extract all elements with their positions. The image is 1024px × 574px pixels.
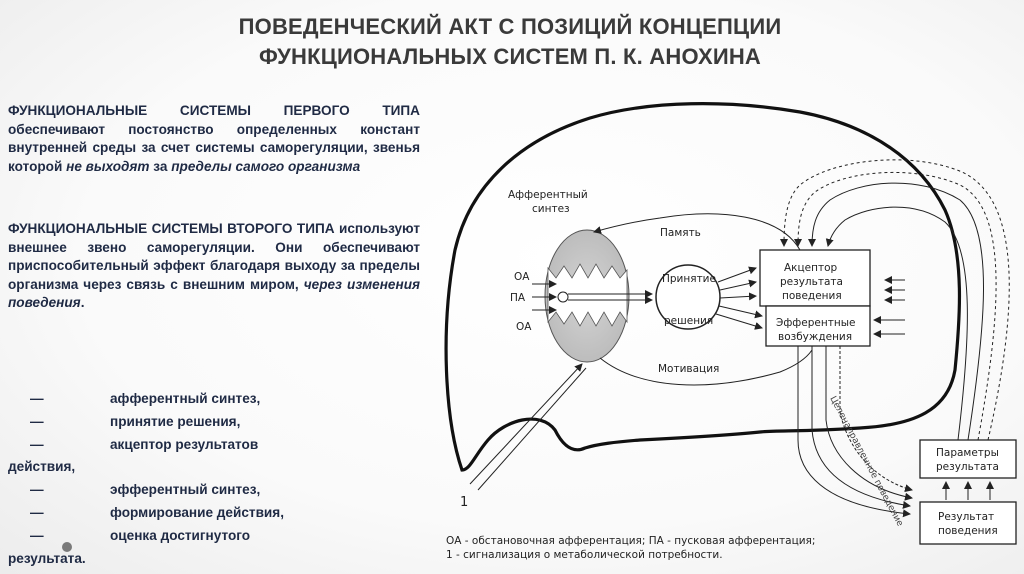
signal-arrow (469, 363, 583, 485)
title-line-2: ФУНКЦИОНАЛЬНЫХ СИСТЕМ П. К. АНОХИНА (258, 44, 762, 69)
efferent-output (811, 346, 911, 509)
efferent-box (765, 305, 871, 347)
afferent-synthesis-label: синтез (532, 203, 570, 215)
acceptor-label: Акцептор (784, 262, 838, 274)
efferent-output (825, 346, 913, 501)
result-label: поведения (938, 525, 998, 537)
list-dash: — (30, 436, 44, 452)
list-dash: — (30, 504, 44, 520)
list-item-text: афферентный синтез, (110, 391, 261, 406)
paragraph-text: . (80, 295, 85, 310)
title-line-1: ПОВЕДЕНЧЕСКИЙ АКТ С ПОЗИЦИЙ КОНЦЕПЦИИ (238, 14, 782, 39)
memory-curve (593, 213, 801, 251)
paragraph-text: за (149, 158, 172, 174)
paragraph-body: используют внешнее звено саморегуляции. … (8, 221, 420, 292)
list-item: — акцептор результатов (30, 434, 360, 457)
stages-list: —афферентный синтез, —принятие решения, … (8, 388, 360, 570)
pa-node (557, 291, 569, 303)
legend-line: ОА - обстановочная афферентация; ПА - пу… (446, 535, 816, 547)
list-item-continuation: действия, (8, 456, 360, 479)
legend-line: 1 - сигнализация о метаболической потреб… (446, 549, 723, 561)
list-item-text: оценка достигнутого (110, 527, 251, 543)
paragraph-second-type: ФУНКЦИОНАЛЬНЫЕ СИСТЕМЫ ВТОРОГО ТИПА испо… (8, 220, 420, 313)
memory-label: Память (660, 227, 701, 239)
decision-circle (655, 264, 721, 330)
paragraph-first-type: ФУНКЦИОНАЛЬНЫЕ СИСТЕМЫ ПЕРВОГО ТИПА обес… (8, 102, 420, 176)
paragraph-italic: пределы самого организма (171, 158, 361, 174)
motivation-label: Мотивация (658, 363, 719, 375)
list-item-text: действия, (8, 459, 76, 475)
organism-outline (444, 102, 962, 472)
motivation-curve (599, 349, 813, 386)
parameters-box (919, 439, 1017, 479)
return-loop (794, 171, 997, 441)
result-label: Результат (938, 511, 994, 523)
list-dash: — (30, 413, 44, 429)
params-label: Параметры (936, 447, 999, 459)
acceptor-label: результата (780, 276, 843, 288)
list-item-text: эфферентный синтез, (110, 482, 261, 498)
arrow-decision-acceptor (717, 266, 757, 283)
diagram-legend: ОА - обстановочная афферентация; ПА - пу… (446, 534, 866, 562)
list-item: — формирование действия, (30, 502, 360, 525)
arrow-decision-acceptor (719, 292, 757, 301)
paragraph-body: обеспечивают постоянство определенных ко… (8, 121, 420, 174)
return-loop (825, 206, 968, 441)
arrow-decision-efferent (718, 305, 763, 319)
list-item: — принятие решения, (30, 411, 360, 434)
return-loop (808, 182, 984, 441)
list-item-continuation: результата. (8, 548, 360, 571)
efferent-output (839, 346, 913, 493)
paragraph-italic: не выходят (66, 158, 150, 174)
list-item: — оценка достигнутого (30, 525, 360, 548)
list-item-text: формирование действия, (110, 504, 284, 520)
params-label: результата (936, 461, 999, 473)
arrow-decision-acceptor (719, 279, 757, 291)
result-box (919, 501, 1017, 545)
bullet-dot (62, 542, 72, 552)
list-dash: — (30, 527, 44, 543)
list-item-text: результата. (8, 550, 86, 566)
list-dash: — (30, 482, 44, 498)
oa-top-label: ОА (514, 271, 530, 283)
paragraph-italic: через изменения поведения (8, 276, 421, 311)
zigzag-band (547, 263, 628, 327)
arrow-decision-efferent (715, 313, 763, 330)
acceptor-label: поведения (782, 290, 842, 302)
efferent-label: Эфферентные (776, 317, 855, 329)
return-loop (780, 159, 1010, 441)
pa-label: ПА (510, 292, 526, 304)
decision-label: Принятие (662, 273, 716, 285)
list-item-text: акцептор результатов (110, 436, 259, 452)
list-dash: — (30, 391, 44, 406)
slide-title: ПОВЕДЕНЧЕСКИЙ АКТ С ПОЗИЦИЙ КОНЦЕПЦИИ ФУ… (150, 12, 870, 72)
decision-label: решения (664, 315, 713, 327)
purposeful-behavior-label: Целенаправленное поведение (827, 395, 905, 529)
paragraph-lead: ФУНКЦИОНАЛЬНЫЕ СИСТЕМЫ ПЕРВОГО ТИПА (8, 103, 420, 118)
afferent-synthesis-label: Афферентный (508, 189, 588, 201)
list-item: — эфферентный синтез, (30, 479, 360, 502)
list-item: — афферентный синтез, (30, 388, 360, 411)
paragraph-lead: ФУНКЦИОНАЛЬНЫЕ СИСТЕМЫ ВТОРОГО ТИПА (8, 221, 335, 236)
signal-label: 1 (460, 495, 468, 510)
signal-arrow (477, 367, 587, 491)
list-item-text: принятие решения, (110, 413, 241, 429)
efferent-output (797, 346, 911, 518)
efferent-label: возбуждения (778, 331, 852, 343)
oa-bottom-label: ОА (516, 321, 532, 333)
